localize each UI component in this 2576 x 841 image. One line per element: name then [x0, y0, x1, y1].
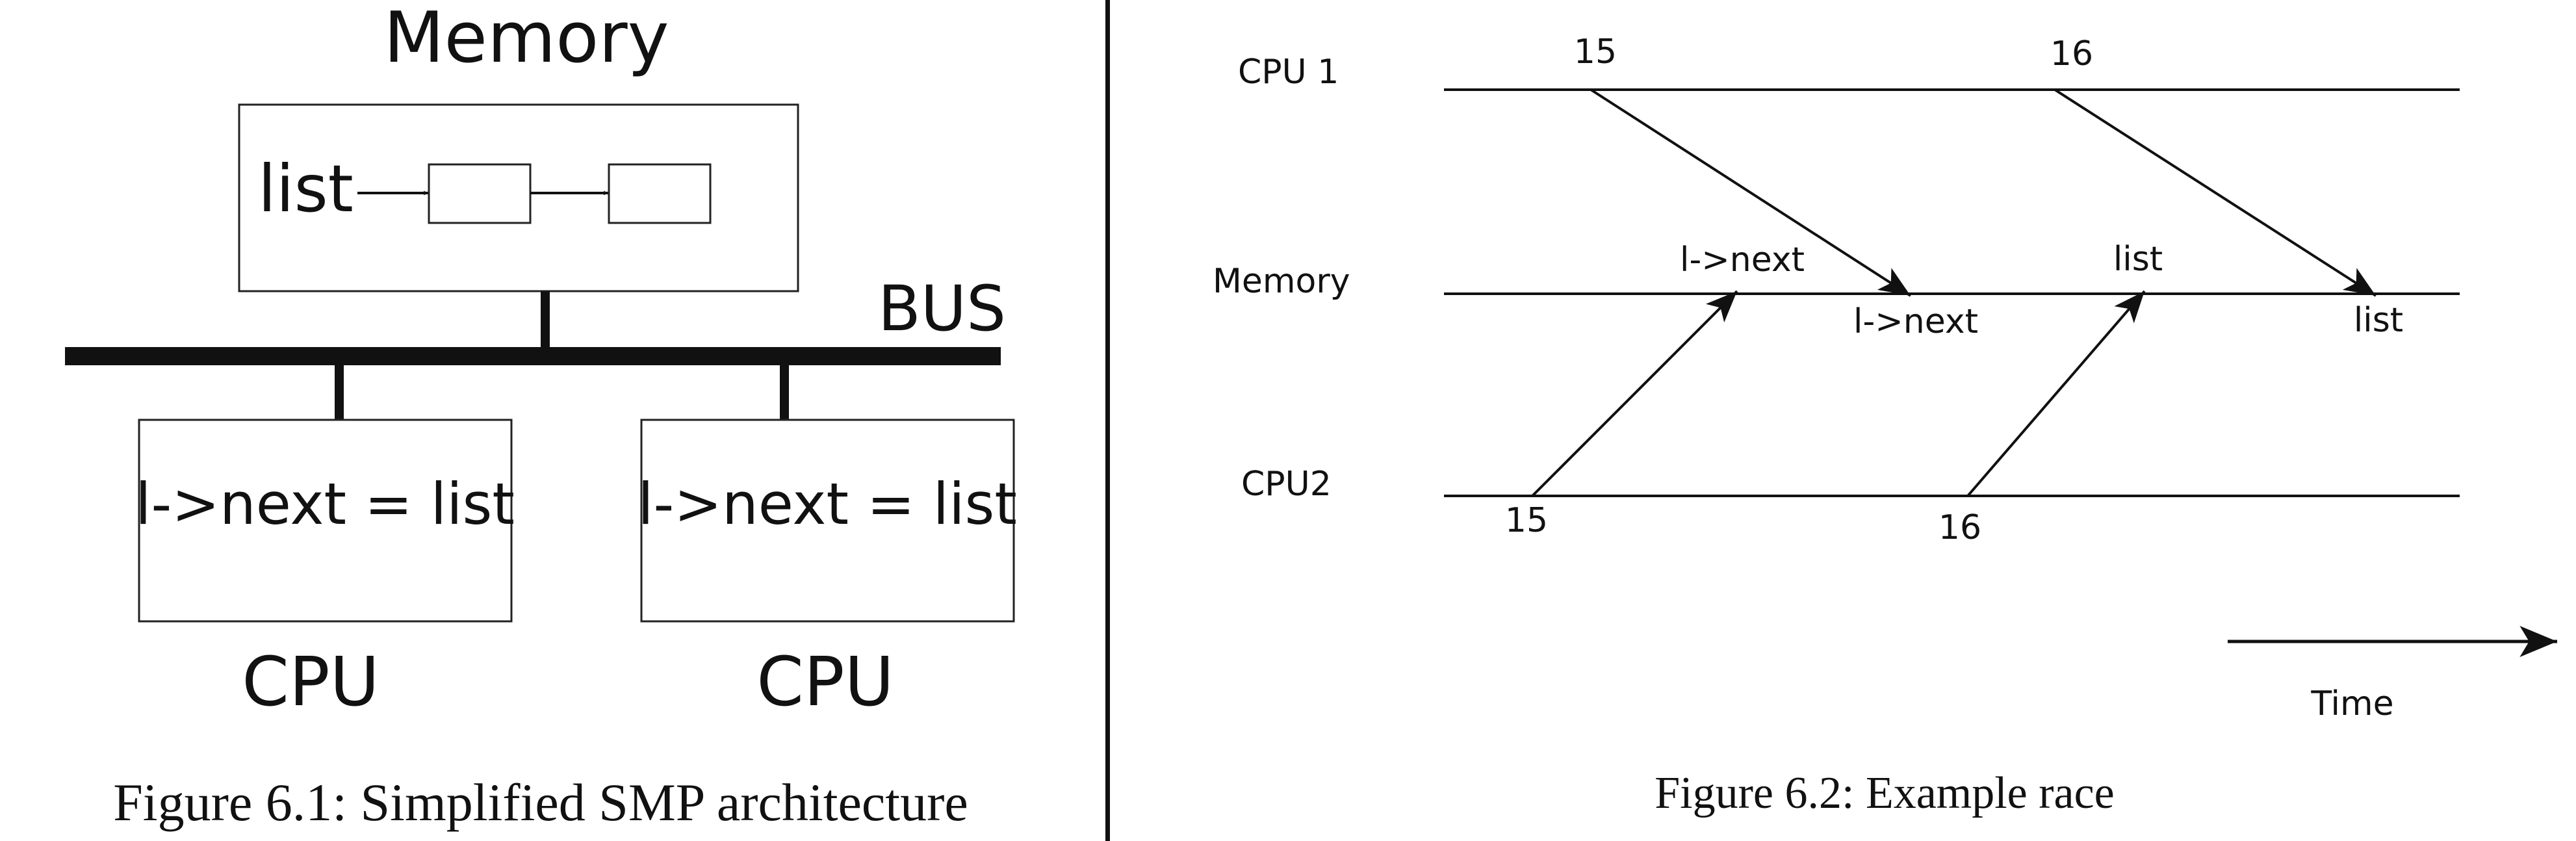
memory-title: Memory: [383, 0, 669, 79]
cpu1-read-list-arrow: [2054, 88, 2377, 297]
memory-read-lnext-label: l->next: [1853, 302, 1978, 341]
cpu-b-label: CPU: [756, 642, 894, 721]
bus-label: BUS: [878, 272, 1006, 345]
cpu2-time-15: 15: [1505, 501, 1548, 540]
cpu-a-box: [138, 419, 513, 623]
row-label-cpu1: CPU 1: [1238, 53, 1339, 92]
list-node-2: [608, 163, 712, 224]
memory-list-label: list: [258, 151, 354, 227]
row-label-memory: Memory: [1213, 262, 1350, 301]
system-bus: [65, 347, 1001, 365]
figure-6-2-caption: Figure 6.2: Example race: [1655, 768, 2115, 818]
memory-write-list-label: list: [2113, 240, 2163, 279]
cpu-a-code: l->next = list: [135, 471, 515, 537]
row-label-cpu2: CPU2: [1241, 465, 1332, 504]
figure-6-1-caption: Figure 6.1: Simplified SMP architecture: [113, 773, 968, 832]
memory-bus-connector: [541, 291, 550, 353]
cpu-a-label: CPU: [242, 642, 379, 721]
time-label: Time: [2310, 684, 2393, 723]
cpu2-time-16: 16: [1938, 508, 1981, 547]
example-race-figure: CPU 1 Memory CPU2 15 16 l->next l->next …: [1213, 32, 2557, 818]
cpu-b-box: [640, 419, 1015, 623]
cpu-a-bus-connector: [335, 363, 344, 420]
cpu2-write-lnext-arrow: [1531, 290, 1738, 497]
cpu-b-code: l->next = list: [638, 471, 1017, 537]
cpu-b-bus-connector: [780, 363, 789, 420]
smp-architecture-figure: Memory list BUS l->next = list l->next =…: [65, 0, 1017, 832]
memory-read-list-label: list: [2354, 301, 2403, 340]
cpu2-write-list-arrow: [1966, 290, 2146, 497]
list-node-1: [428, 163, 532, 224]
figure-divider: [1105, 0, 1110, 841]
cpu1-time-15: 15: [1574, 32, 1617, 71]
cpu1-time-16: 16: [2050, 34, 2093, 73]
memory-write-lnext-label: l->next: [1680, 240, 1805, 279]
cpu1-read-lnext-arrow: [1590, 88, 1912, 297]
